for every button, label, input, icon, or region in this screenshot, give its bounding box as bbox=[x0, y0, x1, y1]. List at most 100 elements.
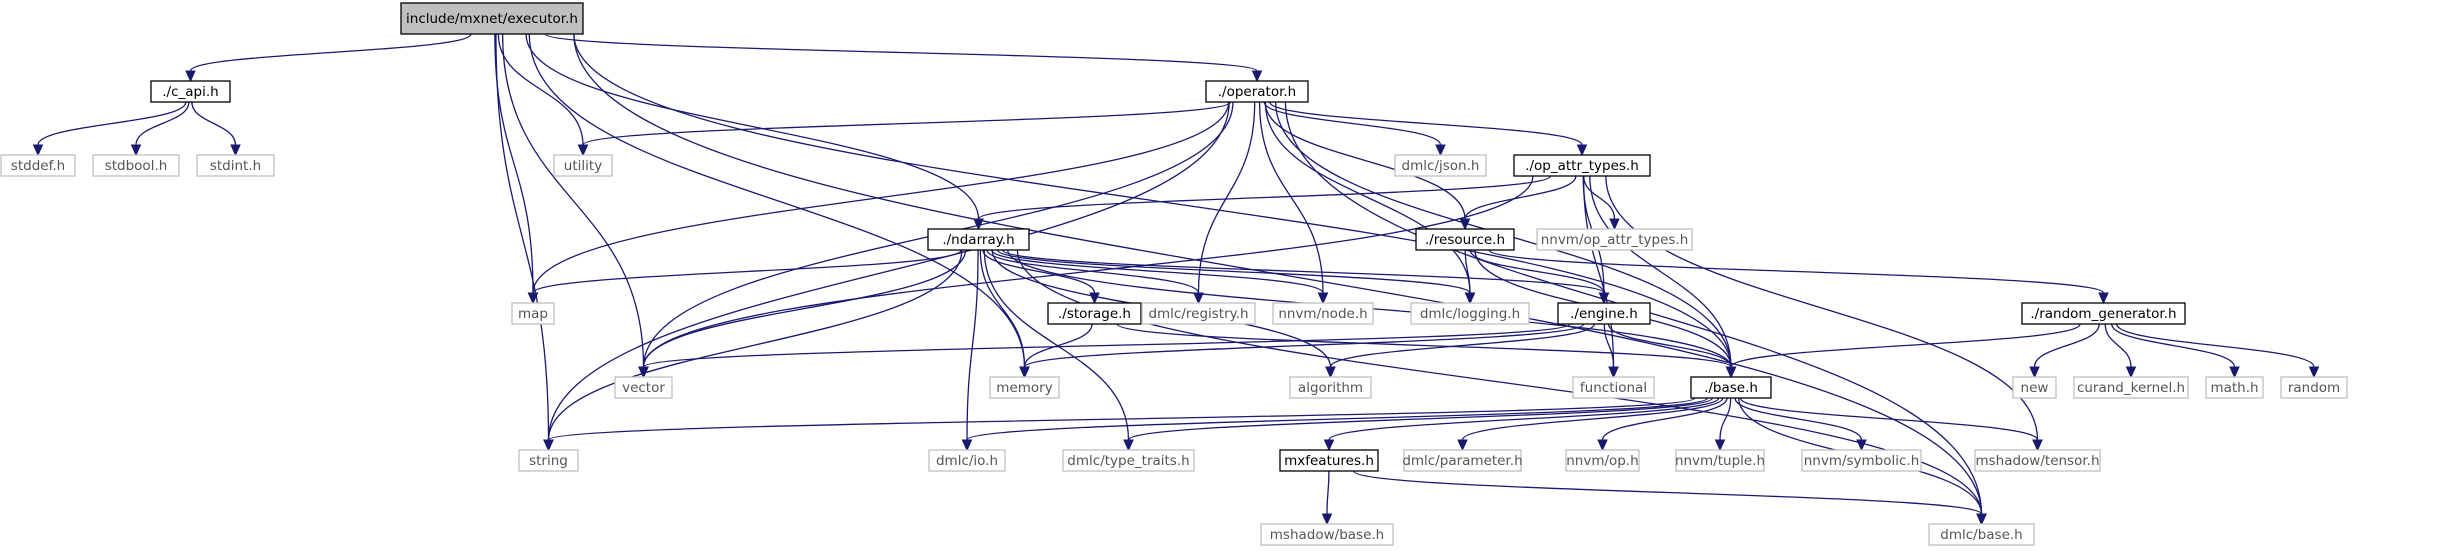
node-label: vector bbox=[622, 380, 665, 396]
node-box bbox=[1565, 449, 1640, 472]
edge-line bbox=[1601, 397, 1728, 441]
node-box bbox=[400, 2, 584, 35]
arrowhead bbox=[961, 439, 973, 452]
node-label: ./engine.h bbox=[1570, 306, 1638, 322]
edge-c_api-to-stdint bbox=[191, 101, 241, 157]
node-box bbox=[2280, 376, 2348, 399]
edge-storage-to-base bbox=[1116, 323, 1737, 379]
dependency-edges bbox=[32, 33, 2320, 526]
node-label: dmlc/base.h bbox=[1940, 527, 2022, 543]
arrowhead bbox=[1321, 513, 1333, 526]
arrowhead bbox=[1464, 292, 1476, 305]
arrowhead bbox=[527, 292, 539, 305]
edge-line bbox=[1607, 323, 1732, 368]
edge-base-to-dmlc_type_traits bbox=[1123, 397, 1714, 452]
edge-line bbox=[2111, 323, 2236, 368]
arrowhead bbox=[2229, 366, 2240, 379]
edge-line bbox=[501, 33, 645, 368]
edge-line bbox=[37, 101, 187, 146]
arrowhead bbox=[1435, 144, 1446, 157]
node-label: stdbool.h bbox=[105, 158, 168, 174]
edge-line bbox=[532, 101, 1230, 294]
node-label: dmlc/io.h bbox=[936, 453, 998, 469]
edge-line bbox=[1583, 175, 1615, 368]
node-resource[interactable]: ./resource.h bbox=[1415, 228, 1515, 251]
arrowhead bbox=[543, 439, 554, 452]
arrowhead bbox=[1459, 218, 1471, 231]
node-op-attr-types[interactable]: ./op_attr_types.h bbox=[1513, 154, 1651, 177]
edge-op_attr_types-to-resource bbox=[1459, 175, 1577, 231]
edge-engine-to-vector bbox=[638, 323, 1571, 379]
node-mshadow-tensor: mshadow/tensor.h bbox=[1974, 449, 2101, 472]
node-label: nnvm/op_attr_types.h bbox=[1541, 232, 1689, 248]
node-map: map bbox=[511, 302, 555, 325]
node-nnvm-symbolic: nnvm/symbolic.h bbox=[1801, 449, 1922, 472]
edge-line bbox=[1739, 397, 2039, 441]
arrowhead bbox=[2029, 366, 2040, 379]
edge-line bbox=[547, 249, 963, 441]
arrowhead bbox=[1856, 439, 1867, 452]
node-box bbox=[511, 302, 555, 325]
edge-op_attr_types-to-ndarray bbox=[973, 175, 1552, 231]
node-label: mxfeatures.h bbox=[1284, 453, 1374, 469]
arrowhead bbox=[1576, 144, 1588, 157]
node-box bbox=[518, 449, 579, 472]
node-label: curand_kernel.h bbox=[2077, 380, 2185, 396]
edge-line bbox=[573, 33, 1732, 368]
edge-storage-to-memory bbox=[1019, 323, 1093, 379]
edge-line bbox=[1464, 175, 1577, 220]
node-box bbox=[1557, 302, 1651, 325]
edge-ndarray-to-nnvm_node bbox=[991, 249, 1329, 305]
node-base[interactable]: ./base.h bbox=[1690, 376, 1772, 399]
edge-line bbox=[1605, 175, 2039, 441]
node-label: ./op_attr_types.h bbox=[1525, 158, 1639, 174]
node-mxfeatures[interactable]: mxfeatures.h bbox=[1279, 449, 1379, 472]
edge-line bbox=[1326, 470, 1330, 515]
edge-line bbox=[544, 33, 1258, 72]
edge-random_generator-to-math bbox=[2111, 323, 2240, 379]
edge-line bbox=[1264, 101, 1471, 294]
edge-line bbox=[1589, 175, 1732, 368]
node-vector: vector bbox=[614, 376, 673, 399]
node-label: dmlc/json.h bbox=[1402, 158, 1480, 174]
edge-line bbox=[977, 175, 1552, 220]
edge-line bbox=[495, 33, 550, 441]
arrowhead bbox=[1725, 366, 1737, 379]
node-engine[interactable]: ./engine.h bbox=[1557, 302, 1651, 325]
edge-line bbox=[1734, 397, 1863, 441]
arrowhead bbox=[1317, 292, 1329, 305]
node-box bbox=[1260, 523, 1394, 546]
arrowhead bbox=[1608, 366, 1619, 379]
node-operator[interactable]: ./operator.h bbox=[1205, 80, 1309, 103]
arrowhead bbox=[1323, 439, 1335, 452]
node-label: mshadow/base.h bbox=[1270, 527, 1384, 543]
node-box bbox=[150, 80, 231, 103]
edge-executor-to-utility bbox=[497, 33, 589, 157]
edge-line bbox=[2116, 323, 2315, 368]
edge-resource-to-dmlc_logging bbox=[1464, 249, 1476, 305]
node-ndarray[interactable]: ./ndarray.h bbox=[927, 228, 1030, 251]
node-box bbox=[1572, 376, 1655, 399]
node-box bbox=[989, 376, 1060, 399]
node-label: string bbox=[529, 453, 568, 469]
node-random-generator[interactable]: ./random_generator.h bbox=[2021, 302, 2186, 325]
node-dmlc-parameter: dmlc/parameter.h bbox=[1402, 449, 1523, 472]
edge-operator-to-op_attr_types bbox=[1269, 101, 1588, 157]
node-c-api[interactable]: ./c_api.h bbox=[150, 80, 231, 103]
node-label: algorithm bbox=[1298, 380, 1363, 396]
edge-engine-to-base bbox=[1607, 323, 1737, 379]
node-box bbox=[1289, 376, 1372, 399]
node-box bbox=[1272, 302, 1374, 325]
node-executor[interactable]: include/mxnet/executor.h bbox=[400, 2, 584, 35]
node-label: utility bbox=[564, 158, 602, 174]
edge-executor-to-map bbox=[494, 33, 539, 305]
edge-engine-to-memory bbox=[1019, 323, 1585, 379]
edge-base-to-nnvm_op bbox=[1597, 397, 1728, 452]
edge-op_attr_types-to-vector bbox=[638, 175, 1534, 379]
node-label: nnvm/tuple.h bbox=[1675, 453, 1765, 469]
node-algorithm: algorithm bbox=[1289, 376, 1372, 399]
node-storage[interactable]: ./storage.h bbox=[1047, 302, 1142, 325]
edge-op_attr_types-to-nnvm_op_attr_types bbox=[1583, 175, 1620, 231]
edge-executor-to-operator bbox=[544, 33, 1263, 83]
